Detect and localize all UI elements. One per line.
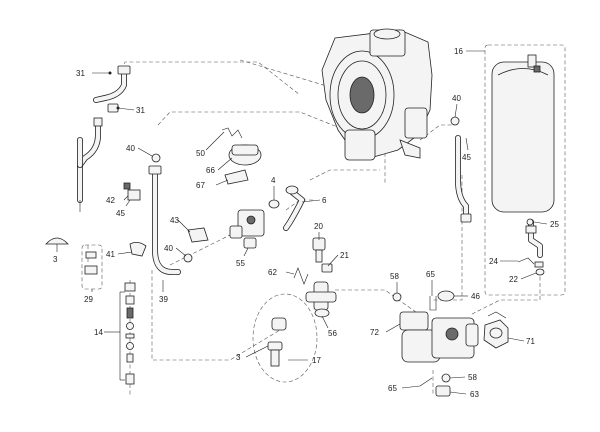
callout-21: 21: [340, 251, 349, 260]
callout-3-left: 3: [53, 255, 58, 264]
leader-lines: [56, 50, 548, 395]
callout-16: 16: [454, 47, 463, 56]
callout-65-upper: 65: [426, 270, 435, 279]
callout-50: 50: [196, 149, 205, 158]
expansion-vessel: [491, 54, 555, 268]
callout-31-top: 31: [76, 69, 85, 78]
pipework: [77, 65, 472, 275]
callout-labels: 31 31 3 29 14 45 42 41 40 40 39 43 50 66…: [53, 47, 559, 399]
callout-55: 55: [236, 259, 245, 268]
callout-4: 4: [271, 176, 276, 185]
callout-24: 24: [489, 257, 498, 266]
callout-65-lower: 65: [388, 384, 397, 393]
callout-66: 66: [206, 166, 215, 175]
callout-31-mid: 31: [136, 106, 145, 115]
callout-42: 42: [106, 196, 115, 205]
callout-45-left: 45: [116, 209, 125, 218]
callout-46: 46: [471, 292, 480, 301]
callout-22: 22: [509, 275, 518, 284]
callout-72: 72: [370, 328, 379, 337]
callout-56: 56: [328, 329, 337, 338]
heat-exchanger: [321, 28, 433, 161]
callout-6: 6: [322, 196, 327, 205]
callout-29: 29: [84, 295, 93, 304]
callout-62: 62: [268, 268, 277, 277]
callout-58-lower: 58: [468, 373, 477, 382]
callout-40-upper: 40: [126, 144, 135, 153]
callout-67: 67: [196, 181, 205, 190]
callout-45-right: 45: [462, 153, 471, 162]
callout-63: 63: [470, 390, 479, 399]
small-parts: [45, 116, 545, 397]
callout-17: 17: [312, 356, 321, 365]
callout-43: 43: [170, 216, 179, 225]
callout-20: 20: [314, 222, 323, 231]
callout-25: 25: [550, 220, 559, 229]
callout-71: 71: [526, 337, 535, 346]
callout-40-lower: 40: [164, 244, 173, 253]
callout-39: 39: [159, 295, 168, 304]
callout-40-right: 40: [452, 94, 461, 103]
callout-58-upper: 58: [390, 272, 399, 281]
callout-14: 14: [94, 328, 103, 337]
callout-41: 41: [106, 250, 115, 259]
callout-3-group: 3: [236, 353, 241, 362]
